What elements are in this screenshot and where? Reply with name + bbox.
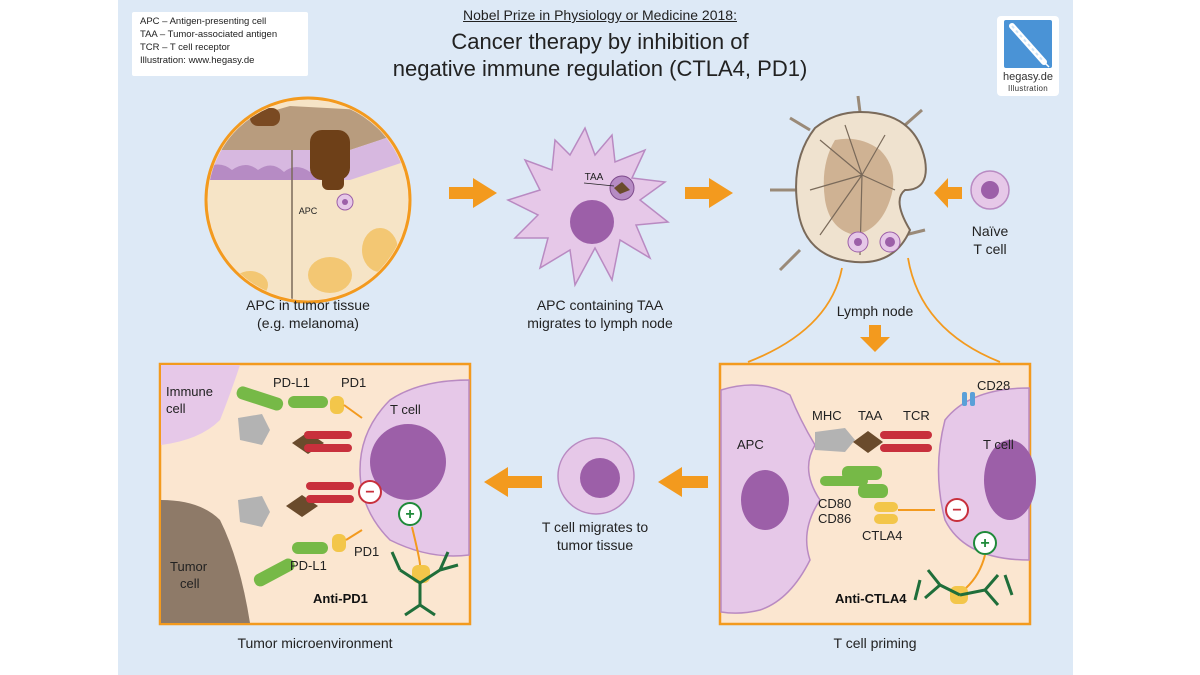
label-taa-right: TAA <box>858 408 883 423</box>
hegasy-logo: hegasy.de Illustration <box>997 16 1059 96</box>
caption-t-cell-migrates: T cell migrates to tumor tissue <box>510 518 680 554</box>
label-cd80: CD80 <box>818 496 851 511</box>
caption-lymph-node: Lymph node <box>836 303 914 319</box>
label-taa-in-apc: TAA <box>585 172 604 183</box>
label-apc-in-tissue: APC <box>299 206 318 216</box>
label-t-cell-right: T cell <box>983 437 1014 452</box>
label-immune-cell-line2: cell <box>166 401 186 416</box>
caption-apc-in-tumor-line2: (e.g. melanoma) <box>257 315 359 331</box>
label-pd1-bottom: PD1 <box>354 544 379 559</box>
main-title: Cancer therapy by inhibition of negative… <box>330 28 870 82</box>
caption-t-cell-priming: T cell priming <box>833 635 917 651</box>
naive-t-cell <box>970 170 1010 210</box>
dendritic-cell-with-taa <box>506 126 670 288</box>
arrow-apc-to-lymph <box>685 178 733 208</box>
caption-migrates-line1: T cell migrates to <box>541 519 649 535</box>
caption-migrates-line2: tumor tissue <box>556 537 634 553</box>
legend-tcr: TCR – T cell receptor <box>140 42 230 53</box>
arrow-naive-to-lymph <box>934 178 962 208</box>
label-apc-right: APC <box>737 437 764 452</box>
t-cell-priming-panel <box>718 362 1036 626</box>
arrow-tumor-to-apc <box>449 178 497 208</box>
label-cd86: CD86 <box>818 511 851 526</box>
label-tumor-cell-line2: cell <box>180 576 200 591</box>
zoom-line-right <box>907 257 1001 363</box>
main-title-line2: negative immune regulation (CTLA4, PD1) <box>392 56 808 81</box>
legend-apc: APC – Antigen-presenting cell <box>140 16 267 27</box>
caption-naive-line1: Naïve <box>971 223 1009 239</box>
migrating-t-cell <box>557 437 635 515</box>
main-title-line1: Cancer therapy by inhibition of <box>451 29 749 54</box>
label-tcr: TCR <box>903 408 930 423</box>
plus-sign-left: + <box>405 506 414 523</box>
label-tumor-cell-line1: Tumor <box>170 559 208 574</box>
label-cd28: CD28 <box>977 378 1010 393</box>
label-mhc: MHC <box>812 408 842 423</box>
caption-apc-in-tumor-line1: APC in tumor tissue <box>246 297 370 313</box>
label-pd1-top: PD1 <box>341 375 366 390</box>
label-pdl1-bottom: PD-L1 <box>290 558 327 573</box>
minus-sign-left: − <box>365 484 374 501</box>
zoom-line-left <box>747 267 843 363</box>
tumor-tissue-circle <box>204 96 412 304</box>
label-immune-cell-line1: Immune <box>166 384 213 399</box>
caption-naive-t-cell: Naïve T cell <box>960 222 1020 258</box>
arrow-migration-to-micro <box>484 467 542 497</box>
syringe-icon <box>1004 20 1052 68</box>
label-anti-ctla4: Anti-CTLA4 <box>835 591 907 606</box>
lymph-node <box>770 95 927 272</box>
abbreviation-legend: APC – Antigen-presenting cell TAA – Tumo… <box>132 12 308 76</box>
caption-tumor-microenvironment: Tumor microenvironment <box>237 635 393 651</box>
caption-apc-in-tumor: APC in tumor tissue (e.g. melanoma) <box>218 296 398 332</box>
label-ctla4: CTLA4 <box>862 528 902 543</box>
nobel-title: Nobel Prize in Physiology or Medicine 20… <box>463 7 737 23</box>
caption-apc-migrates-line2: migrates to lymph node <box>527 315 673 331</box>
logo-name: hegasy.de <box>1003 71 1053 83</box>
label-pdl1-top: PD-L1 <box>273 375 310 390</box>
legend-credit: Illustration: www.hegasy.de <box>140 55 255 66</box>
tumor-microenvironment-panel <box>158 362 472 626</box>
plus-sign-right: + <box>980 535 989 552</box>
minus-sign-right: − <box>952 502 961 519</box>
arrow-lymph-down <box>860 325 890 352</box>
arrow-priming-to-migration <box>658 467 708 497</box>
label-anti-pd1: Anti-PD1 <box>313 591 368 606</box>
legend-taa: TAA – Tumor-associated antigen <box>140 29 278 40</box>
logo-subtitle: Illustration <box>1007 84 1049 93</box>
caption-naive-line2: T cell <box>973 241 1007 257</box>
label-t-cell-left: T cell <box>390 402 421 417</box>
caption-apc-migrates: APC containing TAA migrates to lymph nod… <box>500 296 700 332</box>
caption-apc-migrates-line1: APC containing TAA <box>536 297 664 313</box>
